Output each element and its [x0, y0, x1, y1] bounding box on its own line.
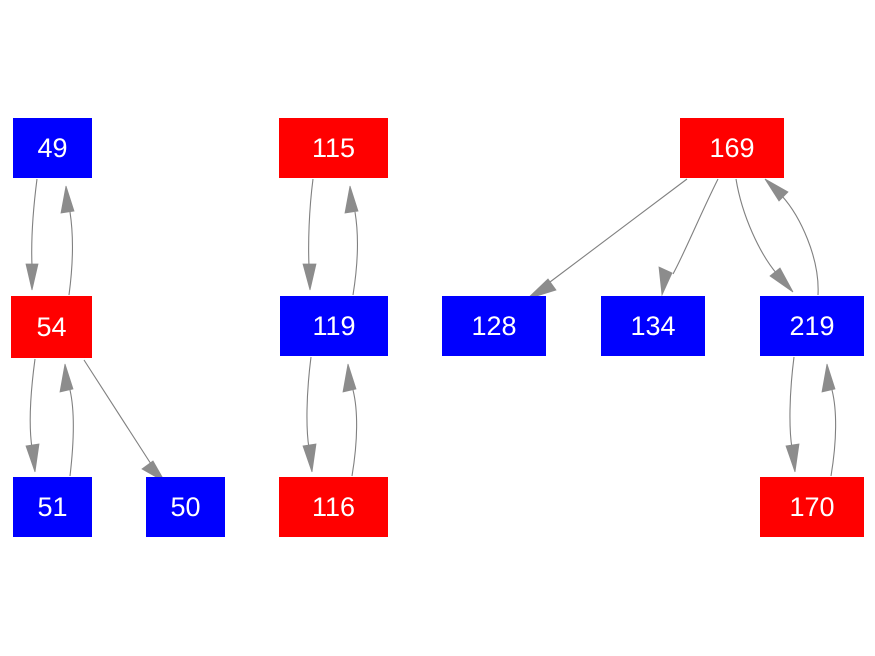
node-label: 219 [789, 310, 835, 341]
graph-node-128[interactable]: 128 [442, 296, 546, 356]
graph-node-54[interactable]: 54 [11, 296, 92, 358]
edge-51-54 [59, 363, 74, 477]
graph-node-115[interactable]: 115 [279, 118, 388, 178]
edge-170-219 [821, 363, 837, 477]
graph-node-134[interactable]: 134 [601, 296, 705, 356]
node-label: 170 [789, 491, 835, 522]
edge-219-170 [785, 356, 800, 473]
node-label: 115 [311, 132, 356, 163]
node-label: 51 [37, 491, 68, 522]
graph-node-51[interactable]: 51 [13, 477, 92, 537]
edge-169-128 [526, 178, 688, 300]
node-label: 49 [37, 132, 68, 163]
graph-node-219[interactable]: 219 [760, 296, 864, 356]
node-label: 50 [170, 491, 201, 522]
node-label: 54 [36, 311, 67, 342]
graph-node-170[interactable]: 170 [760, 477, 864, 537]
edge-49-54 [25, 178, 39, 291]
graph-node-50[interactable]: 50 [146, 477, 225, 537]
node-label: 169 [709, 132, 755, 163]
edge-169-219 [735, 178, 794, 293]
edge-169-134 [658, 178, 719, 297]
edge-116-119 [342, 363, 358, 477]
graph-node-49[interactable]: 49 [13, 118, 92, 178]
edge-54-49 [60, 185, 75, 296]
graph-node-119[interactable]: 119 [280, 296, 388, 356]
node-label: 128 [471, 310, 517, 341]
edge-219-169 [764, 178, 819, 296]
node-label: 134 [630, 310, 676, 341]
edge-54-50 [83, 359, 167, 484]
graph-node-169[interactable]: 169 [680, 118, 784, 178]
edge-119-116 [302, 356, 317, 473]
graph-node-116[interactable]: 116 [279, 477, 388, 537]
edge-119-115 [344, 185, 359, 296]
node-label: 116 [311, 491, 356, 522]
edge-115-119 [302, 178, 317, 291]
edge-54-51 [25, 358, 40, 473]
node-label: 119 [312, 310, 356, 341]
